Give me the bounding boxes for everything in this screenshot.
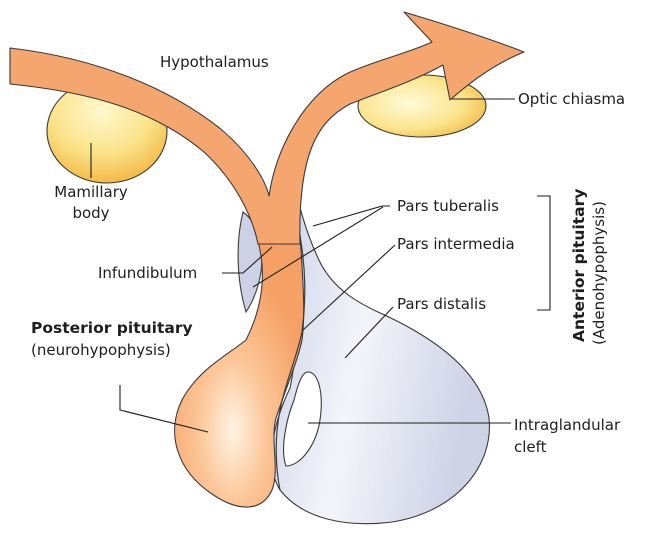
- posterior-pituitary-title: Posterior pituitary: [31, 319, 193, 337]
- anterior-pituitary-title: Anterior pituitary: [570, 189, 588, 342]
- pars-tuberalis-label: Pars tuberalis: [397, 197, 499, 215]
- optic-chiasma-label: Optic chiasma: [518, 90, 625, 108]
- hypothalamus-label: Hypothalamus: [160, 53, 269, 71]
- infundibulum-label: Infundibulum: [98, 264, 197, 282]
- intraglandular-cleft-label: Intraglandular: [514, 416, 621, 434]
- mamillary-body-label-2: body: [72, 204, 109, 222]
- mamillary-body-label: Mamillary: [54, 183, 128, 201]
- pars-tuberalis-leader: [313, 206, 390, 226]
- anterior-bracket: [537, 196, 550, 310]
- anterior-pituitary-subtitle: (Adenohypophysis): [590, 201, 608, 345]
- pars-distalis-label: Pars distalis: [397, 295, 486, 313]
- posterior-pituitary-subtitle: (neurohypophysis): [31, 341, 171, 359]
- intraglandular-cleft-label-2: cleft: [514, 438, 547, 456]
- pars-intermedia-label: Pars intermedia: [397, 235, 515, 253]
